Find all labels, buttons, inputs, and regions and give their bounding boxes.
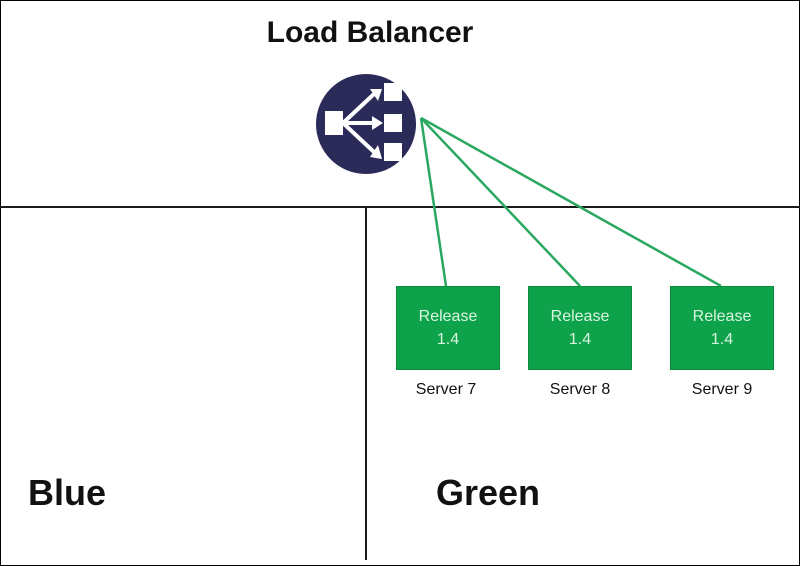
server-9-label: Server 9 — [691, 381, 753, 398]
load-balancer-icon — [316, 74, 416, 174]
server-7-label: Server 7 — [415, 381, 477, 398]
server-9-box: Release 1.4 — [670, 286, 774, 370]
release-version: 1.4 — [568, 331, 592, 348]
server-7-box: Release 1.4 — [396, 286, 500, 370]
release-version: 1.4 — [710, 331, 734, 348]
release-label: Release — [418, 308, 478, 325]
link-server-8 — [420, 117, 581, 287]
server-8-box: Release 1.4 — [528, 286, 632, 370]
horizontal-divider — [0, 206, 800, 208]
release-label: Release — [550, 308, 610, 325]
release-version: 1.4 — [436, 331, 460, 348]
link-server-7 — [419, 117, 448, 287]
vertical-divider — [365, 208, 367, 560]
load-balancer-title: Load Balancer — [266, 16, 474, 49]
release-label: Release — [692, 308, 752, 325]
blue-region-label: Blue — [28, 472, 107, 513]
green-region-label: Green — [436, 472, 541, 513]
server-8-label: Server 8 — [549, 381, 611, 398]
link-server-9 — [420, 116, 722, 288]
